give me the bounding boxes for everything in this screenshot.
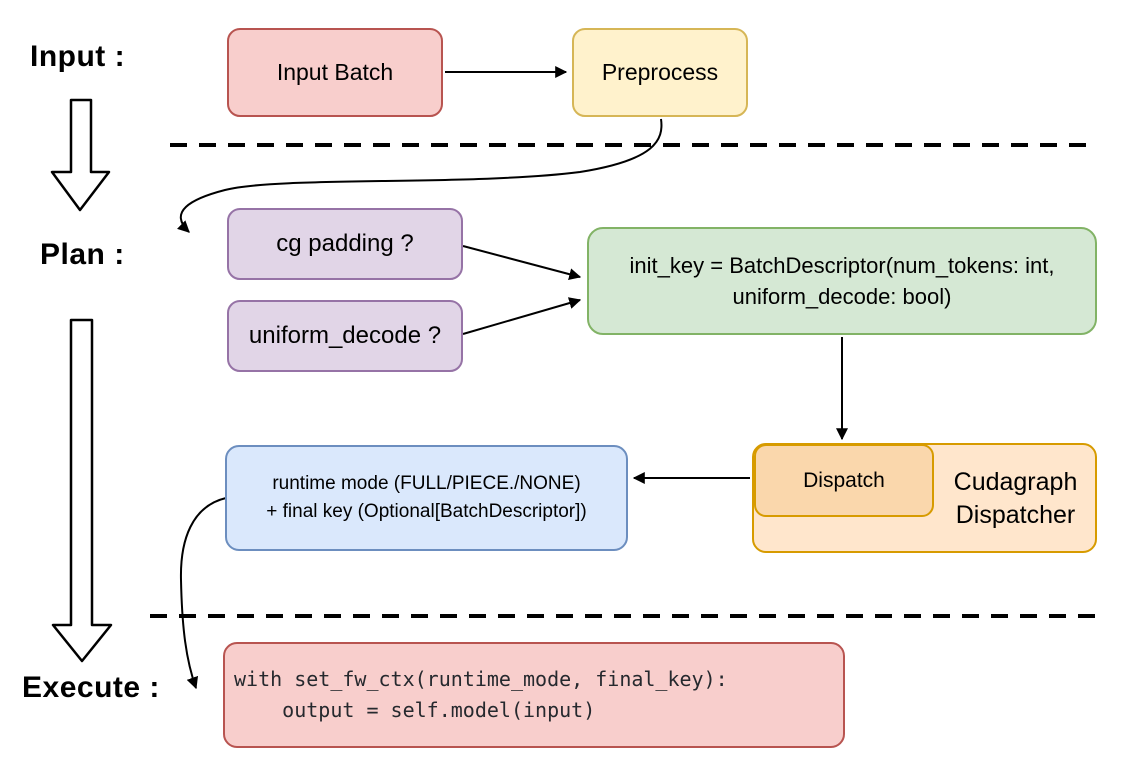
node-preprocess-label: Preprocess	[601, 59, 719, 85]
node-runtime-mode-line1: runtime mode (FULL/PIECE./NONE)	[272, 473, 581, 494]
node-uniform-decode: uniform_decode ?	[227, 300, 463, 372]
node-cg-padding: cg padding ?	[227, 208, 463, 280]
stage-label-plan: Plan :	[40, 238, 125, 271]
node-runtime-mode: runtime mode (FULL/PIECE./NONE) + final …	[225, 445, 628, 551]
node-cg-padding-label: cg padding ?	[276, 230, 414, 257]
node-input-batch: Input Batch	[227, 28, 443, 117]
stage-label-execute: Execute :	[22, 671, 160, 704]
node-input-batch-label: Input Batch	[276, 59, 394, 85]
arrow-uniform-decode-to-init-key	[462, 297, 582, 335]
node-dispatch: Dispatch	[754, 444, 934, 517]
node-execute-code-line1: with set_fw_ctx(runtime_mode, final_key)…	[234, 667, 728, 691]
node-runtime-mode-line2: + final key (Optional[BatchDescriptor])	[266, 501, 587, 522]
node-execute-code-line2: output = self.model(input)	[234, 698, 596, 722]
node-preprocess: Preprocess	[572, 28, 748, 117]
arrow-cg-padding-to-init-key	[462, 245, 582, 281]
cudagraph-label-line2: Dispatcher	[955, 501, 1076, 529]
node-uniform-decode-label: uniform_decode ?	[248, 322, 442, 349]
node-execute-code: with set_fw_ctx(runtime_mode, final_key)…	[223, 642, 845, 748]
stage-arrow-input-to-plan	[50, 98, 111, 212]
stage-arrow-plan-to-execute	[51, 318, 113, 663]
cudagraph-label-line1: Cudagraph	[953, 468, 1078, 496]
node-cudagraph-dispatcher-label: Cudagraph Dispatcher	[934, 466, 1097, 532]
arrow-preprocess-to-cg-padding	[177, 118, 663, 233]
node-init-key: init_key = BatchDescriptor(num_tokens: i…	[587, 227, 1097, 335]
arrow-runtime-mode-to-execute-code	[179, 497, 227, 690]
node-init-key-line1: init_key = BatchDescriptor(num_tokens: i…	[629, 253, 1055, 278]
node-dispatch-label: Dispatch	[803, 468, 885, 492]
node-init-key-line2: uniform_decode: bool)	[732, 284, 952, 309]
stage-label-input: Input :	[30, 40, 126, 73]
